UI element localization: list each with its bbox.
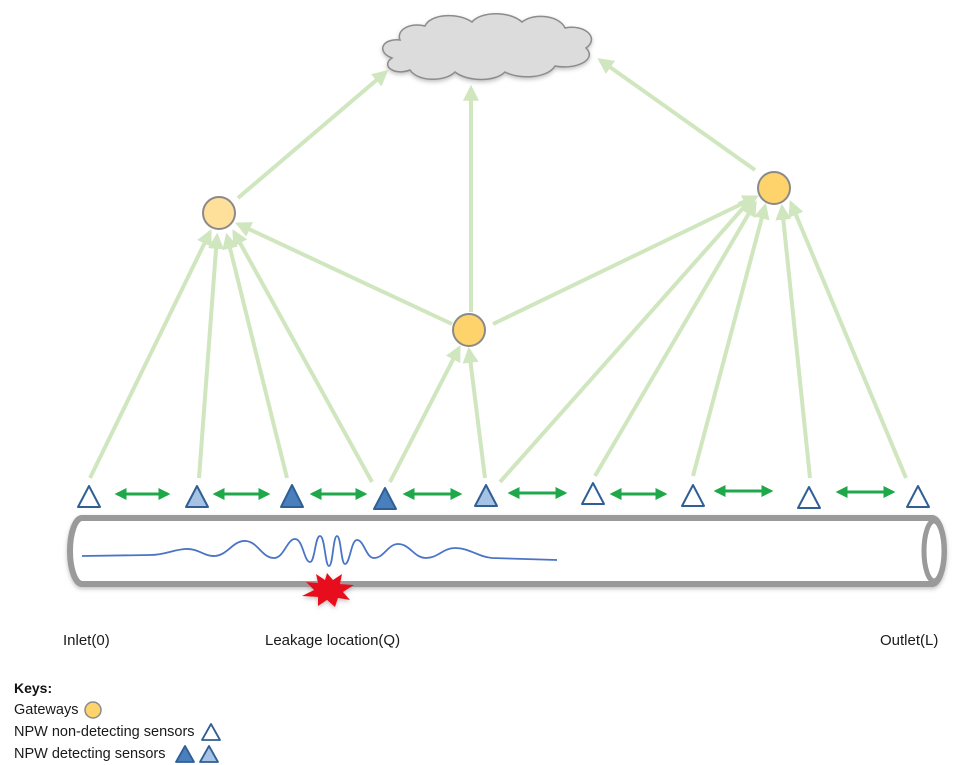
legend-detecting: NPW detecting sensors: [14, 744, 220, 764]
gateway-center: [452, 313, 486, 347]
sensor-6-non-detecting: [581, 482, 605, 505]
uplink-s4-left: [232, 229, 374, 483]
gateway-right: [757, 171, 791, 205]
uplink-right-gateway-cloud: [597, 58, 757, 172]
diagram-canvas: [67, 13, 947, 607]
link-center-left: [235, 222, 453, 326]
leak-burst-icon: [302, 573, 354, 607]
legend-non-detecting-label: NPW non-detecting sensors: [14, 724, 195, 740]
sensors: [77, 482, 930, 510]
cloud-icon: [382, 13, 593, 81]
uplink-left-gateway-cloud: [236, 69, 389, 200]
leakage-location-label: Leakage location(Q): [265, 632, 401, 649]
sensor-5-detecting: [474, 484, 498, 507]
sensor-links: [114, 485, 896, 500]
legend-gateways-label: Gateways: [14, 702, 79, 718]
non-detecting-sensor-icon: [200, 723, 221, 741]
sensor-8-non-detecting: [797, 486, 821, 509]
outlet-label: Outlet(L): [880, 632, 939, 649]
gateways: [202, 171, 791, 347]
sensor-1-non-detecting: [77, 485, 101, 508]
uplink-s6-right: [593, 200, 757, 478]
sensor-2-detecting: [185, 485, 209, 508]
uplink-s8-right: [775, 203, 812, 479]
legend-non-detecting: NPW non-detecting sensors: [14, 722, 222, 742]
gateway-left: [202, 196, 236, 230]
gateway-icon: [84, 701, 103, 719]
inlet-label: Inlet(0): [63, 632, 110, 649]
sensor-9-non-detecting: [906, 485, 930, 508]
legend-detecting-label: NPW detecting sensors: [14, 746, 166, 762]
sensor-7-non-detecting: [681, 484, 705, 507]
detecting-sensor-dark-icon: [174, 745, 195, 763]
uplink-s5-center: [462, 346, 487, 479]
legend-gateways: Gateways: [14, 700, 103, 720]
uplink-s1-left: [88, 229, 212, 479]
sensor-4-detecting: [373, 487, 397, 510]
uplink-s7-right: [691, 202, 770, 477]
sensor-3-detecting: [280, 484, 304, 508]
pipe-outlet-end: [921, 518, 947, 584]
pressure-wave: [81, 535, 558, 567]
uplink-s9-right: [788, 200, 908, 479]
uplink-s5-right: [498, 195, 755, 484]
uplink-arrows: [88, 58, 908, 484]
uplink-s4-center: [388, 345, 461, 483]
detecting-sensor-light-icon: [198, 745, 219, 763]
uplink-s2-left: [197, 232, 225, 479]
uplink-s3-left: [222, 232, 289, 479]
link-center-right: [492, 195, 759, 326]
pipeline: [67, 515, 947, 587]
legend-title: Keys:: [14, 680, 53, 696]
